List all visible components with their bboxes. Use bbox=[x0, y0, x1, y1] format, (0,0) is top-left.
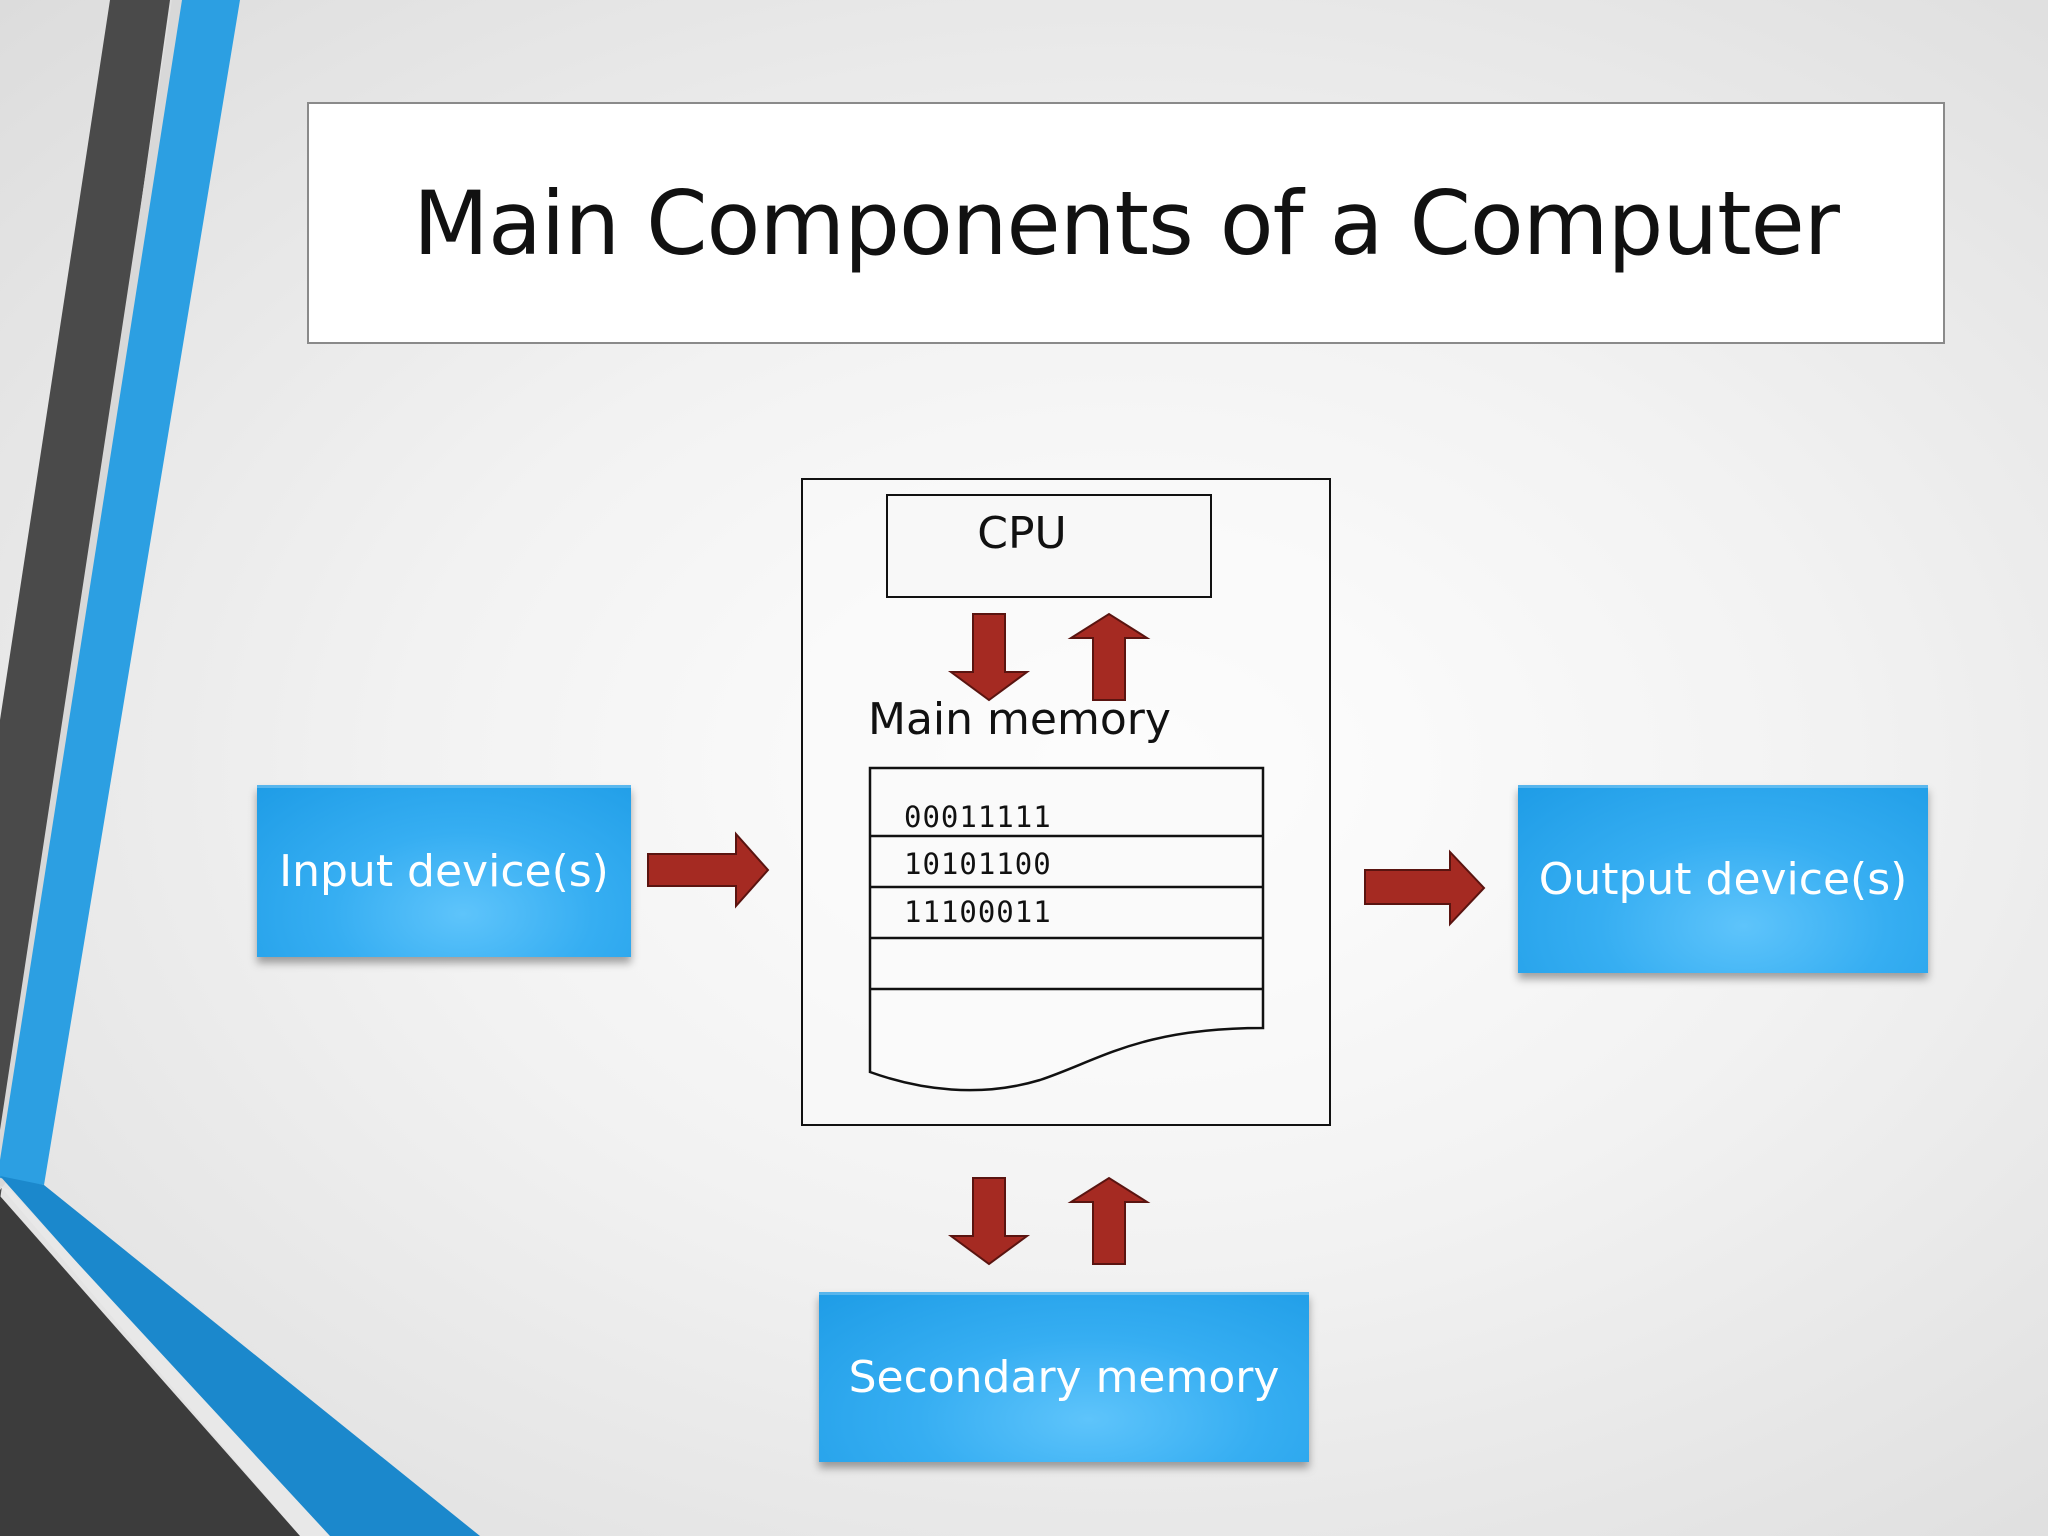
blue-stripe-bottom bbox=[0, 1176, 480, 1536]
slide-title: Main Components of a Computer bbox=[413, 171, 1840, 275]
input-devices-box: Input device(s) bbox=[257, 785, 631, 957]
cpu-label: CPU bbox=[977, 508, 1067, 559]
arrow-up-icon bbox=[1067, 1176, 1151, 1265]
dark-stripe-bottom bbox=[0, 1196, 300, 1536]
arrow-right-icon bbox=[647, 831, 770, 909]
cpu-box bbox=[886, 494, 1212, 598]
main-memory-document bbox=[868, 766, 1265, 1092]
title-box: Main Components of a Computer bbox=[307, 102, 1945, 344]
arrow-up-icon bbox=[1067, 612, 1151, 701]
memory-cell: 10101100 bbox=[904, 847, 1052, 881]
arrow-down-icon bbox=[947, 1177, 1031, 1266]
blue-stripe-left bbox=[0, 0, 240, 1185]
arrow-down-icon bbox=[947, 613, 1031, 702]
output-devices-label: Output device(s) bbox=[1538, 853, 1908, 905]
memory-cell: 00011111 bbox=[904, 800, 1052, 834]
secondary-memory-label: Secondary memory bbox=[848, 1351, 1280, 1403]
main-memory-label: Main memory bbox=[868, 694, 1171, 745]
secondary-memory-box: Secondary memory bbox=[819, 1292, 1309, 1462]
arrow-right-icon bbox=[1364, 849, 1486, 927]
light-stripe-bottom bbox=[0, 1186, 330, 1536]
memory-cell: 11100011 bbox=[904, 895, 1052, 929]
input-devices-label: Input device(s) bbox=[279, 845, 609, 897]
output-devices-box: Output device(s) bbox=[1518, 785, 1928, 973]
